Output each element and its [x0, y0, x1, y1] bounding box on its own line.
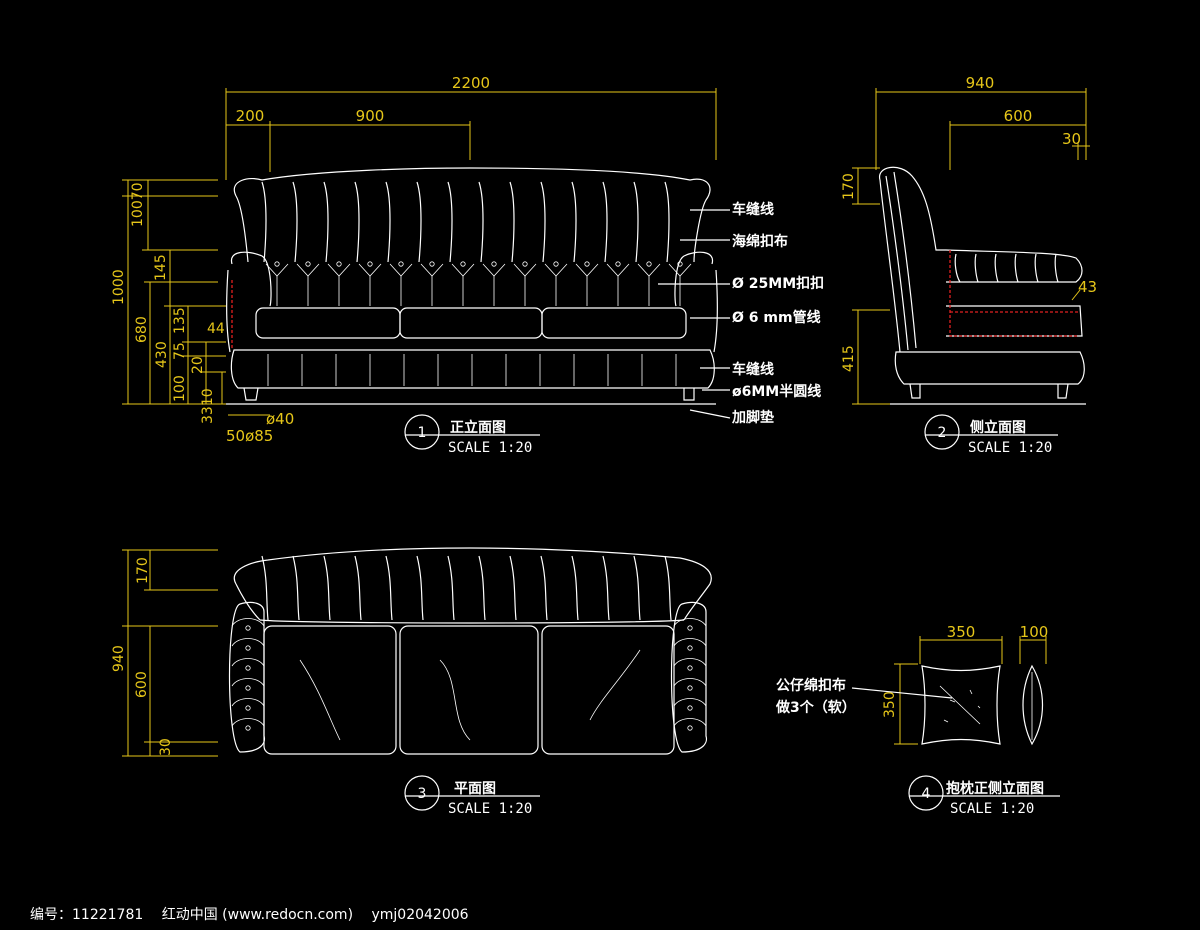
- side-dim-depth: 940: [966, 74, 995, 92]
- dim-v-3310: 3310: [200, 388, 216, 424]
- side-dim-seat: 600: [1004, 107, 1033, 125]
- front-sofa-drawing: [226, 167, 718, 405]
- note-foam-button-fabric: 海绵扣布: [732, 233, 788, 250]
- front-annotations: 车缝线 海绵扣布 Ø 25MM扣扣 Ø 6 mm管线 车缝线 ø6MM半圆线 加…: [658, 201, 824, 426]
- dim-v-75: 75: [172, 342, 188, 360]
- plan-dim-front: 30: [158, 738, 174, 756]
- note-half-round-line: ø6MM半圆线: [732, 383, 821, 400]
- pillow-dim-width: 350: [947, 623, 976, 641]
- front-title: 正立面图: [450, 419, 506, 436]
- front-title-number: 1: [418, 425, 427, 441]
- pillow-note-line1: 公仔绵扣布: [776, 677, 846, 694]
- dim-mid-width: 900: [356, 107, 385, 125]
- side-scale: SCALE 1:20: [968, 440, 1052, 456]
- pillow-scale: SCALE 1:20: [950, 801, 1034, 817]
- dim-v-100: 100: [172, 375, 188, 402]
- pillow-dim-height: 350: [882, 691, 898, 718]
- front-left-dimensions: 10070 1000 145 680 135 430 75 44 20 100 …: [111, 179, 294, 445]
- pillow-dimensions: 350 100 350: [882, 623, 1049, 745]
- plan-scale: SCALE 1:20: [448, 801, 532, 817]
- dim-v-145: 145: [153, 254, 169, 281]
- side-dim-seat-height: 415: [841, 345, 857, 372]
- dim-v-430: 430: [154, 341, 170, 368]
- pillow-title-number: 4: [922, 786, 931, 802]
- front-top-dimensions: 2200 200 900: [225, 74, 717, 180]
- note-stitch-line-2: 车缝线: [732, 361, 774, 378]
- plan-title-number: 3: [418, 786, 427, 802]
- plan-title: 平面图: [454, 781, 496, 797]
- plan-view: 170 940 600 30 3 平面图 SCALE 1:20: [111, 547, 712, 817]
- front-title-block: 1 正立面图 SCALE 1:20: [404, 414, 540, 456]
- side-dim-back: 170: [841, 173, 857, 200]
- plan-dim-back: 170: [135, 557, 151, 584]
- side-dim-thin: 30: [1062, 130, 1081, 148]
- pillow-drawing: [851, 664, 1044, 746]
- dim-feet-left: 50ø85: [226, 427, 273, 445]
- dim-v-20: 20: [190, 356, 206, 374]
- plan-dim-depth: 940: [111, 645, 127, 672]
- front-elevation: 2200 200 900 10070 1000 145: [111, 74, 824, 456]
- dim-v-680: 680: [134, 316, 150, 343]
- dim-total-width: 2200: [452, 74, 490, 92]
- side-sofa-drawing: [879, 166, 1086, 405]
- side-title: 侧立面图: [970, 419, 1026, 436]
- plan-dimensions: 170 940 600 30: [111, 549, 218, 757]
- note-foot-pad: 加脚垫: [731, 409, 774, 426]
- pillow-view: 350 100 350 公仔绵扣布 做3个（软） 4 抱枕正侧立面图 SCALE…: [775, 623, 1060, 817]
- note-piping: Ø 6 mm管线: [732, 309, 821, 326]
- front-scale: SCALE 1:20: [448, 440, 532, 456]
- side-elevation: 940 600 30 170 415 43 2: [841, 74, 1097, 456]
- pillow-title-block: 4 抱枕正侧立面图 SCALE 1:20: [908, 775, 1060, 817]
- plan-title-block: 3 平面图 SCALE 1:20: [404, 775, 540, 817]
- side-title-number: 2: [938, 425, 947, 441]
- watermark: 编号：11221781 红动中国 (www.redocn.com) ymj020…: [30, 907, 469, 923]
- dim-arm-width: 200: [236, 107, 265, 125]
- note-stitch-line-1: 车缝线: [732, 201, 774, 218]
- dim-v-1000: 1000: [111, 269, 127, 305]
- dim-v-135: 135: [172, 307, 188, 334]
- side-dimensions: 940 600 30 170 415 43: [841, 74, 1097, 405]
- pillow-note-line2: 做3个（软）: [775, 699, 856, 716]
- dim-v-44: 44: [207, 321, 225, 337]
- side-dim-arm-rise: 43: [1078, 278, 1097, 296]
- plan-dim-seat: 600: [134, 671, 150, 698]
- pillow-dim-thickness: 100: [1020, 623, 1049, 641]
- pillow-title: 抱枕正侧立面图: [946, 780, 1044, 797]
- dim-v-10070: 10070: [130, 182, 146, 227]
- dim-feet-right: ø40: [266, 410, 294, 428]
- side-title-block: 2 侧立面图 SCALE 1:20: [924, 414, 1058, 456]
- note-button: Ø 25MM扣扣: [732, 275, 824, 292]
- plan-sofa-drawing: [228, 547, 712, 755]
